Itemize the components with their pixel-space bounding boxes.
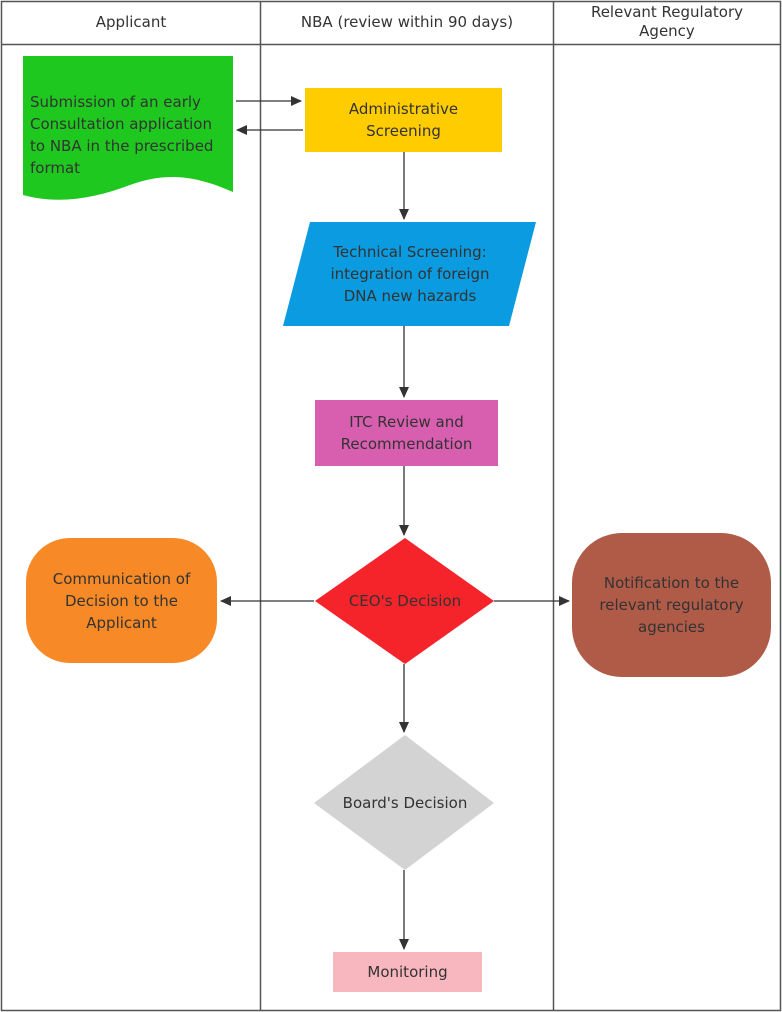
admin-shape: [305, 88, 502, 152]
board-label: Board's Decision: [342, 794, 468, 812]
board-shape: [314, 735, 494, 870]
communication-shape: [26, 538, 217, 663]
monitoring-label: Monitoring: [367, 963, 448, 981]
lane-header-agency: Relevant Regulatory Agency: [590, 3, 744, 40]
submission-shape: [23, 56, 233, 200]
technical-shape: [283, 222, 536, 326]
communication-label: Communication of Decision to the Applica…: [52, 569, 191, 632]
notification-label: Notification to the relevant regulatory …: [599, 574, 744, 636]
itc-label: ITC Review and Recommendation: [340, 413, 473, 453]
lane-header-nba: NBA (review within 90 days): [300, 12, 514, 31]
lane-header-applicant: Applicant: [95, 12, 167, 31]
notification-shape: [572, 533, 771, 677]
admin-label: Administrative Screening: [348, 100, 459, 140]
submission-label: Submission of an early Consultation appl…: [30, 93, 214, 177]
monitoring-shape: [333, 952, 482, 992]
ceo-shape: [315, 538, 494, 664]
ceo-label: CEO's Decision: [348, 592, 462, 610]
itc-shape: [315, 400, 498, 466]
technical-label: Technical Screening: integration of fore…: [330, 243, 490, 305]
